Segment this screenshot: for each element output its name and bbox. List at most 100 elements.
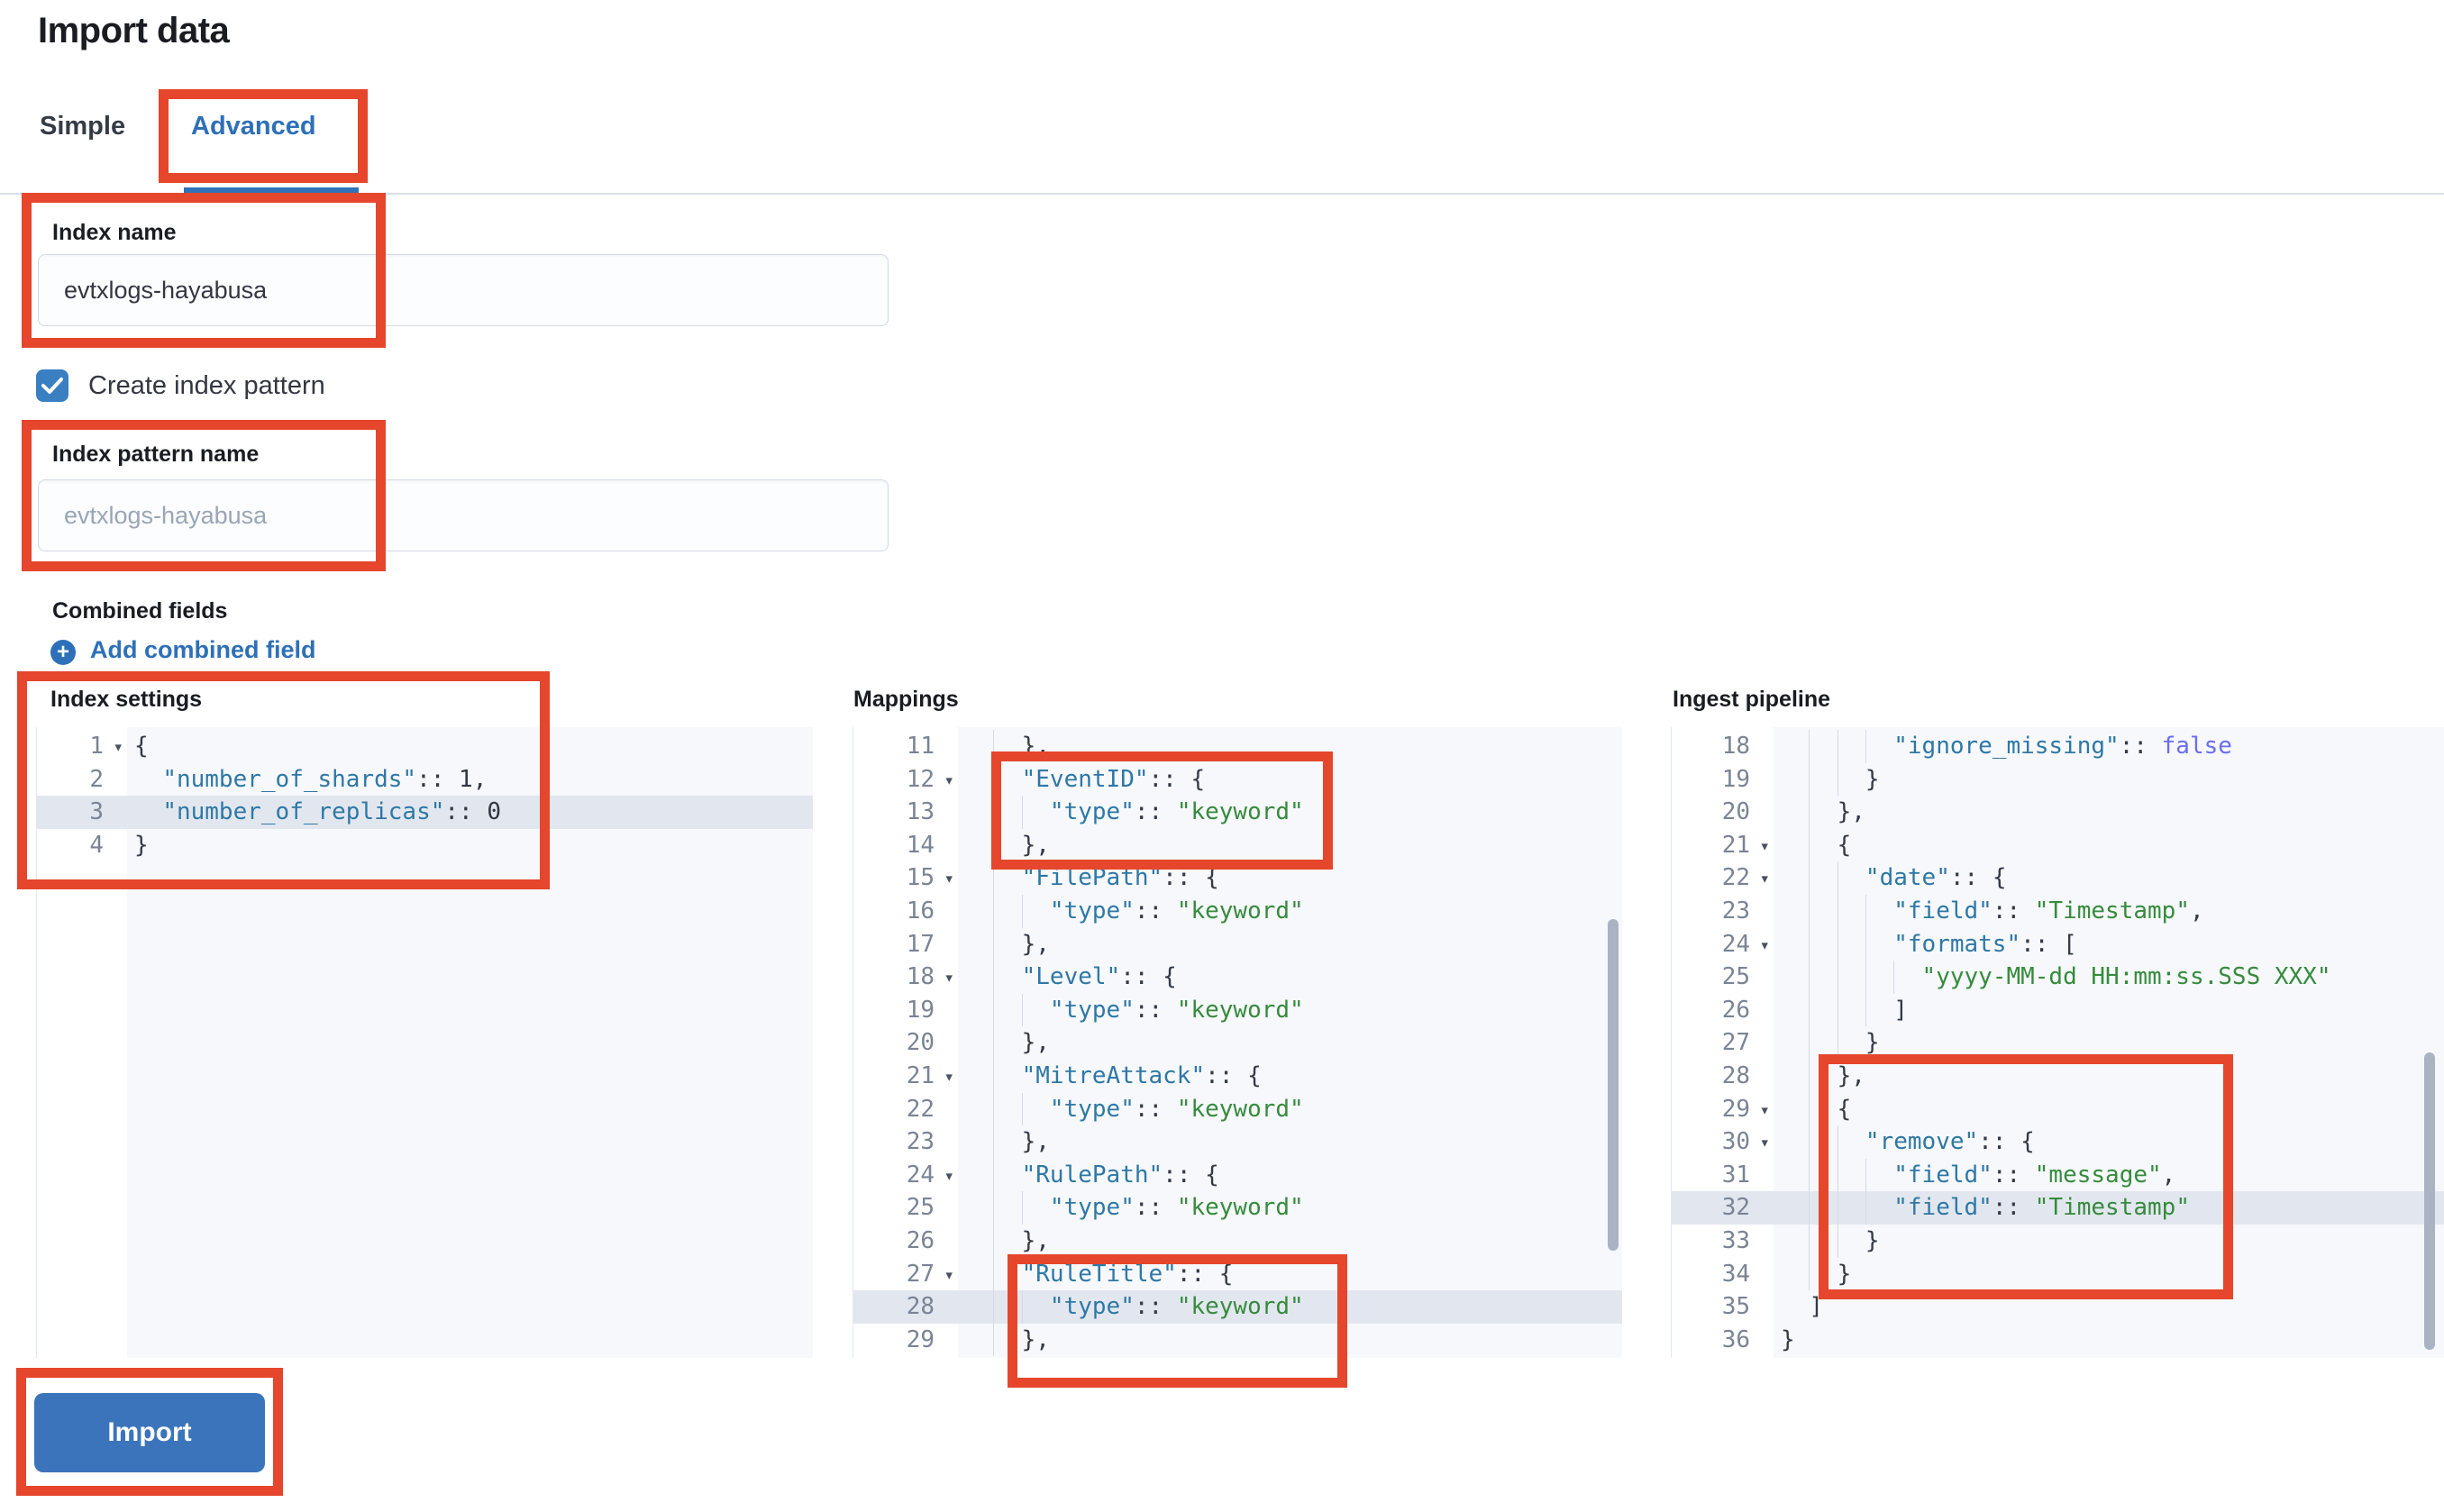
code-line[interactable]: 24▾ "formats":: [ [1672,927,2444,961]
code-text[interactable]: "field":: "Timestamp", [1774,894,2444,928]
code-text[interactable]: "type":: "keyword" [958,993,1622,1027]
mappings-scrollbar[interactable] [1608,919,1619,1251]
code-line[interactable]: 28 "type":: "keyword" [853,1290,1622,1324]
code-line[interactable]: 27 } [1672,1026,2444,1060]
ingest-pipeline-scrollbar[interactable] [2424,1052,2435,1350]
code-line[interactable]: 22 "type":: "keyword" [853,1092,1622,1126]
code-line[interactable]: 32 "field":: "Timestamp" [1672,1191,2444,1225]
code-text[interactable]: "yyyy-MM-dd HH:mm:ss.SSS XXX" [1774,961,2444,994]
code-line[interactable]: 26 ] [1672,993,2444,1027]
code-line[interactable]: 12▾ "EventID":: { [853,762,1622,797]
fold-arrow-icon[interactable]: ▾ [1759,1133,1770,1153]
code-text[interactable]: }, [1774,1059,2444,1093]
code-line[interactable]: 16 "type":: "keyword" [853,894,1622,928]
code-text[interactable]: }, [958,927,1622,961]
code-text[interactable]: "FilePath":: { [958,861,1622,895]
code-text[interactable]: { [134,733,149,760]
code-text[interactable]: "field":: "Timestamp" [1774,1191,2444,1225]
code-text[interactable]: "formats":: [ [1774,927,2444,961]
code-line[interactable]: 26 }, [853,1224,1622,1258]
fold-arrow-icon[interactable]: ▾ [944,770,954,790]
code-line[interactable]: 11 }, [853,730,1622,763]
code-text[interactable]: "RulePath":: { [958,1158,1622,1192]
code-line[interactable]: 21▾ { [1672,828,2444,862]
code-line[interactable]: 24▾ "RulePath":: { [853,1158,1622,1192]
code-line[interactable]: 3 "number_of_replicas":: 0 [37,796,813,829]
code-text[interactable]: "MitreAttack":: { [958,1059,1622,1093]
code-line[interactable]: 13 "type":: "keyword" [853,796,1622,829]
code-text[interactable]: } [1774,762,2444,797]
code-text[interactable]: } [1774,1257,2444,1291]
code-line[interactable]: 31 "field":: "message", [1672,1158,2444,1192]
create-index-pattern-checkbox[interactable] [36,369,68,402]
code-line[interactable]: 30▾ "remove":: { [1672,1125,2444,1159]
mappings-editor[interactable]: 11 },12▾ "EventID":: {13 "type":: "keywo… [853,727,1622,1358]
code-text[interactable]: "EventID":: { [958,762,1622,797]
code-text[interactable]: "RuleTitle":: { [958,1257,1622,1291]
fold-arrow-icon[interactable]: ▾ [1759,934,1770,955]
fold-arrow-icon[interactable]: ▾ [1759,1099,1770,1120]
tab-simple[interactable]: Simple [40,112,126,141]
code-line[interactable]: 25 "yyyy-MM-dd HH:mm:ss.SSS XXX" [1672,961,2444,994]
code-line[interactable]: 28 }, [1672,1059,2444,1093]
code-text[interactable]: } [1774,1224,2444,1258]
code-line[interactable]: 23 "field":: "Timestamp", [1672,894,2444,928]
code-text[interactable]: } [134,831,149,859]
fold-arrow-icon[interactable]: ▾ [1759,835,1770,856]
code-text[interactable]: }, [958,1323,1622,1357]
fold-arrow-icon[interactable]: ▾ [944,1165,954,1186]
code-text[interactable]: "type":: "keyword" [958,1290,1622,1324]
code-line[interactable]: 21▾ "MitreAttack":: { [853,1059,1622,1093]
code-line[interactable]: 19 } [1672,762,2444,797]
import-button[interactable]: Import [34,1393,265,1472]
fold-arrow-icon[interactable]: ▾ [113,737,123,757]
code-line[interactable]: 18 "ignore_missing":: false [1672,730,2444,763]
code-line[interactable]: 20 }, [853,1026,1622,1060]
code-text[interactable]: "date":: { [1774,861,2444,895]
code-text[interactable]: "type":: "keyword" [958,796,1622,829]
code-text[interactable]: }, [1774,796,2444,829]
index-name-input[interactable] [38,254,889,326]
index-settings-editor[interactable]: 1▾{2 "number_of_shards":: 1,3 "number_of… [36,727,813,1358]
code-text[interactable]: "type":: "keyword" [958,1092,1622,1126]
code-line[interactable]: 25 "type":: "keyword" [853,1191,1622,1225]
code-text[interactable]: ] [1774,993,2444,1027]
code-text[interactable]: }, [958,1125,1622,1159]
code-text[interactable]: "ignore_missing":: false [1774,730,2444,763]
fold-arrow-icon[interactable]: ▾ [944,1264,954,1285]
fold-arrow-icon[interactable]: ▾ [944,968,954,988]
code-text[interactable]: { [1774,828,2444,862]
code-line[interactable]: 15▾ "FilePath":: { [853,861,1622,895]
code-text[interactable]: }, [958,1224,1622,1258]
code-text[interactable]: "field":: "message", [1774,1158,2444,1192]
code-line[interactable]: 22▾ "date":: { [1672,861,2444,895]
code-text[interactable]: "type":: "keyword" [958,1191,1622,1225]
fold-arrow-icon[interactable]: ▾ [944,1066,954,1087]
code-line[interactable]: 29▾ { [1672,1092,2444,1126]
code-text[interactable]: } [1774,1026,2444,1060]
code-line[interactable]: 27▾ "RuleTitle":: { [853,1257,1622,1291]
code-text[interactable]: "remove":: { [1774,1125,2444,1159]
code-text[interactable]: }, [958,730,1622,763]
code-line[interactable]: 2 "number_of_shards":: 1, [37,763,813,797]
code-line[interactable]: 20 }, [1672,796,2444,829]
code-line[interactable]: 33 } [1672,1224,2444,1258]
code-line[interactable]: 18▾ "Level":: { [853,961,1622,994]
code-line[interactable]: 29 }, [853,1323,1622,1357]
code-text[interactable]: }, [958,828,1622,862]
code-text[interactable]: { [1774,1092,2444,1126]
code-text[interactable]: "type":: "keyword" [958,894,1622,928]
code-text[interactable]: "number_of_shards":: 1, [162,765,488,793]
index-pattern-name-input[interactable] [38,479,889,551]
tab-advanced[interactable]: Advanced [191,112,316,141]
code-line[interactable]: 14 }, [853,828,1622,862]
code-text[interactable]: "number_of_replicas":: 0 [162,798,502,826]
code-line[interactable]: 35 ] [1672,1290,2444,1324]
code-line[interactable]: 1▾{ [37,730,813,763]
fold-arrow-icon[interactable]: ▾ [944,869,954,889]
code-line[interactable]: 23 }, [853,1125,1622,1159]
code-text[interactable]: } [1781,1325,1795,1353]
code-line[interactable]: 34 } [1672,1257,2444,1291]
code-line[interactable]: 4} [37,829,813,862]
